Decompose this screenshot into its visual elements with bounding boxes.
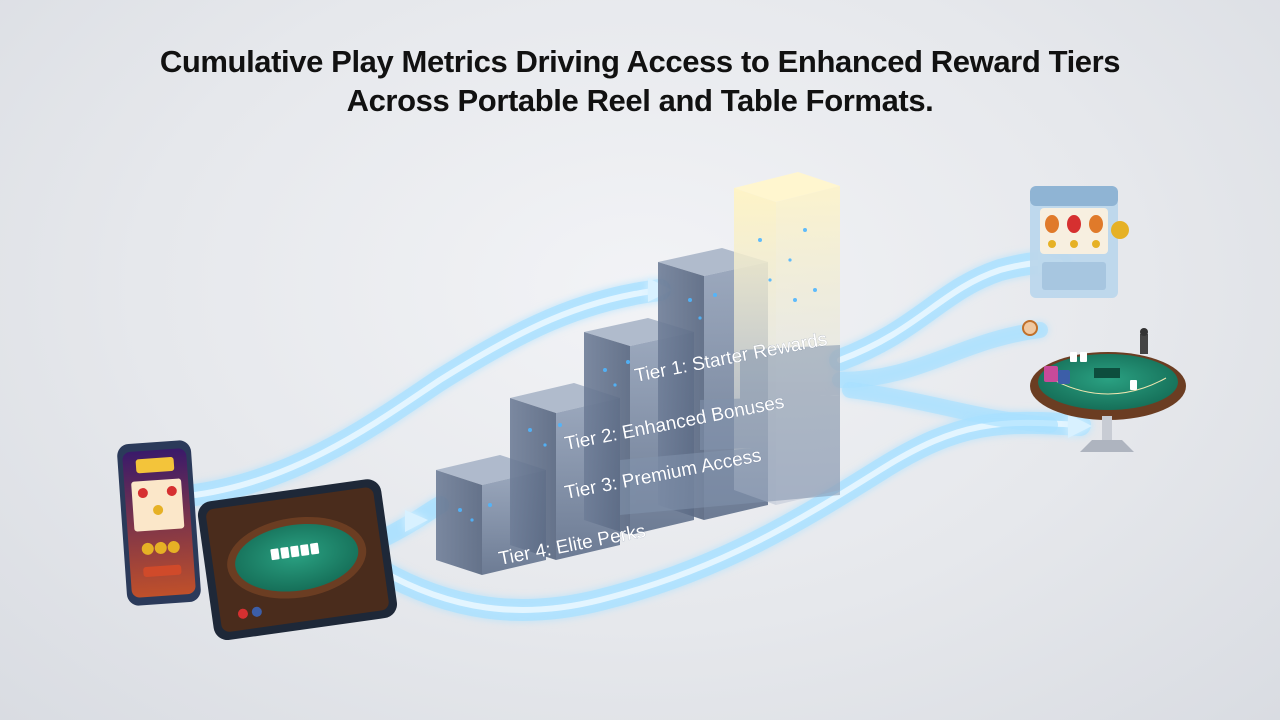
smartphone-slot-app [117, 440, 201, 606]
diagram-title: Cumulative Play Metrics Driving Access t… [0, 42, 1280, 120]
flow-path-upper-core [192, 287, 663, 498]
community-cards [270, 542, 320, 561]
tablet-poker-app [197, 479, 398, 641]
arrow-head-table [1068, 414, 1092, 438]
sparkle-particles [458, 228, 817, 522]
flow-path-bottom-core [377, 419, 1083, 613]
title-line-1: Cumulative Play Metrics Driving Access t… [159, 44, 1121, 79]
tier-staircase: Tier 1: Starter Rewards Tier 2: Enhanced… [436, 172, 840, 575]
flow-path-to-slot-core [837, 259, 1063, 363]
title-line-2: Across Portable Reel and Table Formats. [346, 83, 934, 118]
heart-symbol-icon [166, 486, 177, 497]
coin-symbol-icon [153, 505, 164, 516]
flow-streams [184, 251, 1091, 621]
arrow-head-middle [405, 510, 428, 532]
flow-path-cross [832, 322, 1048, 388]
slot-machine [1030, 186, 1129, 298]
flow-path-to-table [842, 382, 1058, 433]
table-cards [1070, 352, 1137, 390]
heart-symbol-icon [137, 488, 148, 499]
blackjack-table [1022, 320, 1186, 452]
tier-bands [620, 345, 840, 515]
chip-stack [1044, 366, 1070, 384]
slot-lever-icon [1111, 221, 1129, 239]
